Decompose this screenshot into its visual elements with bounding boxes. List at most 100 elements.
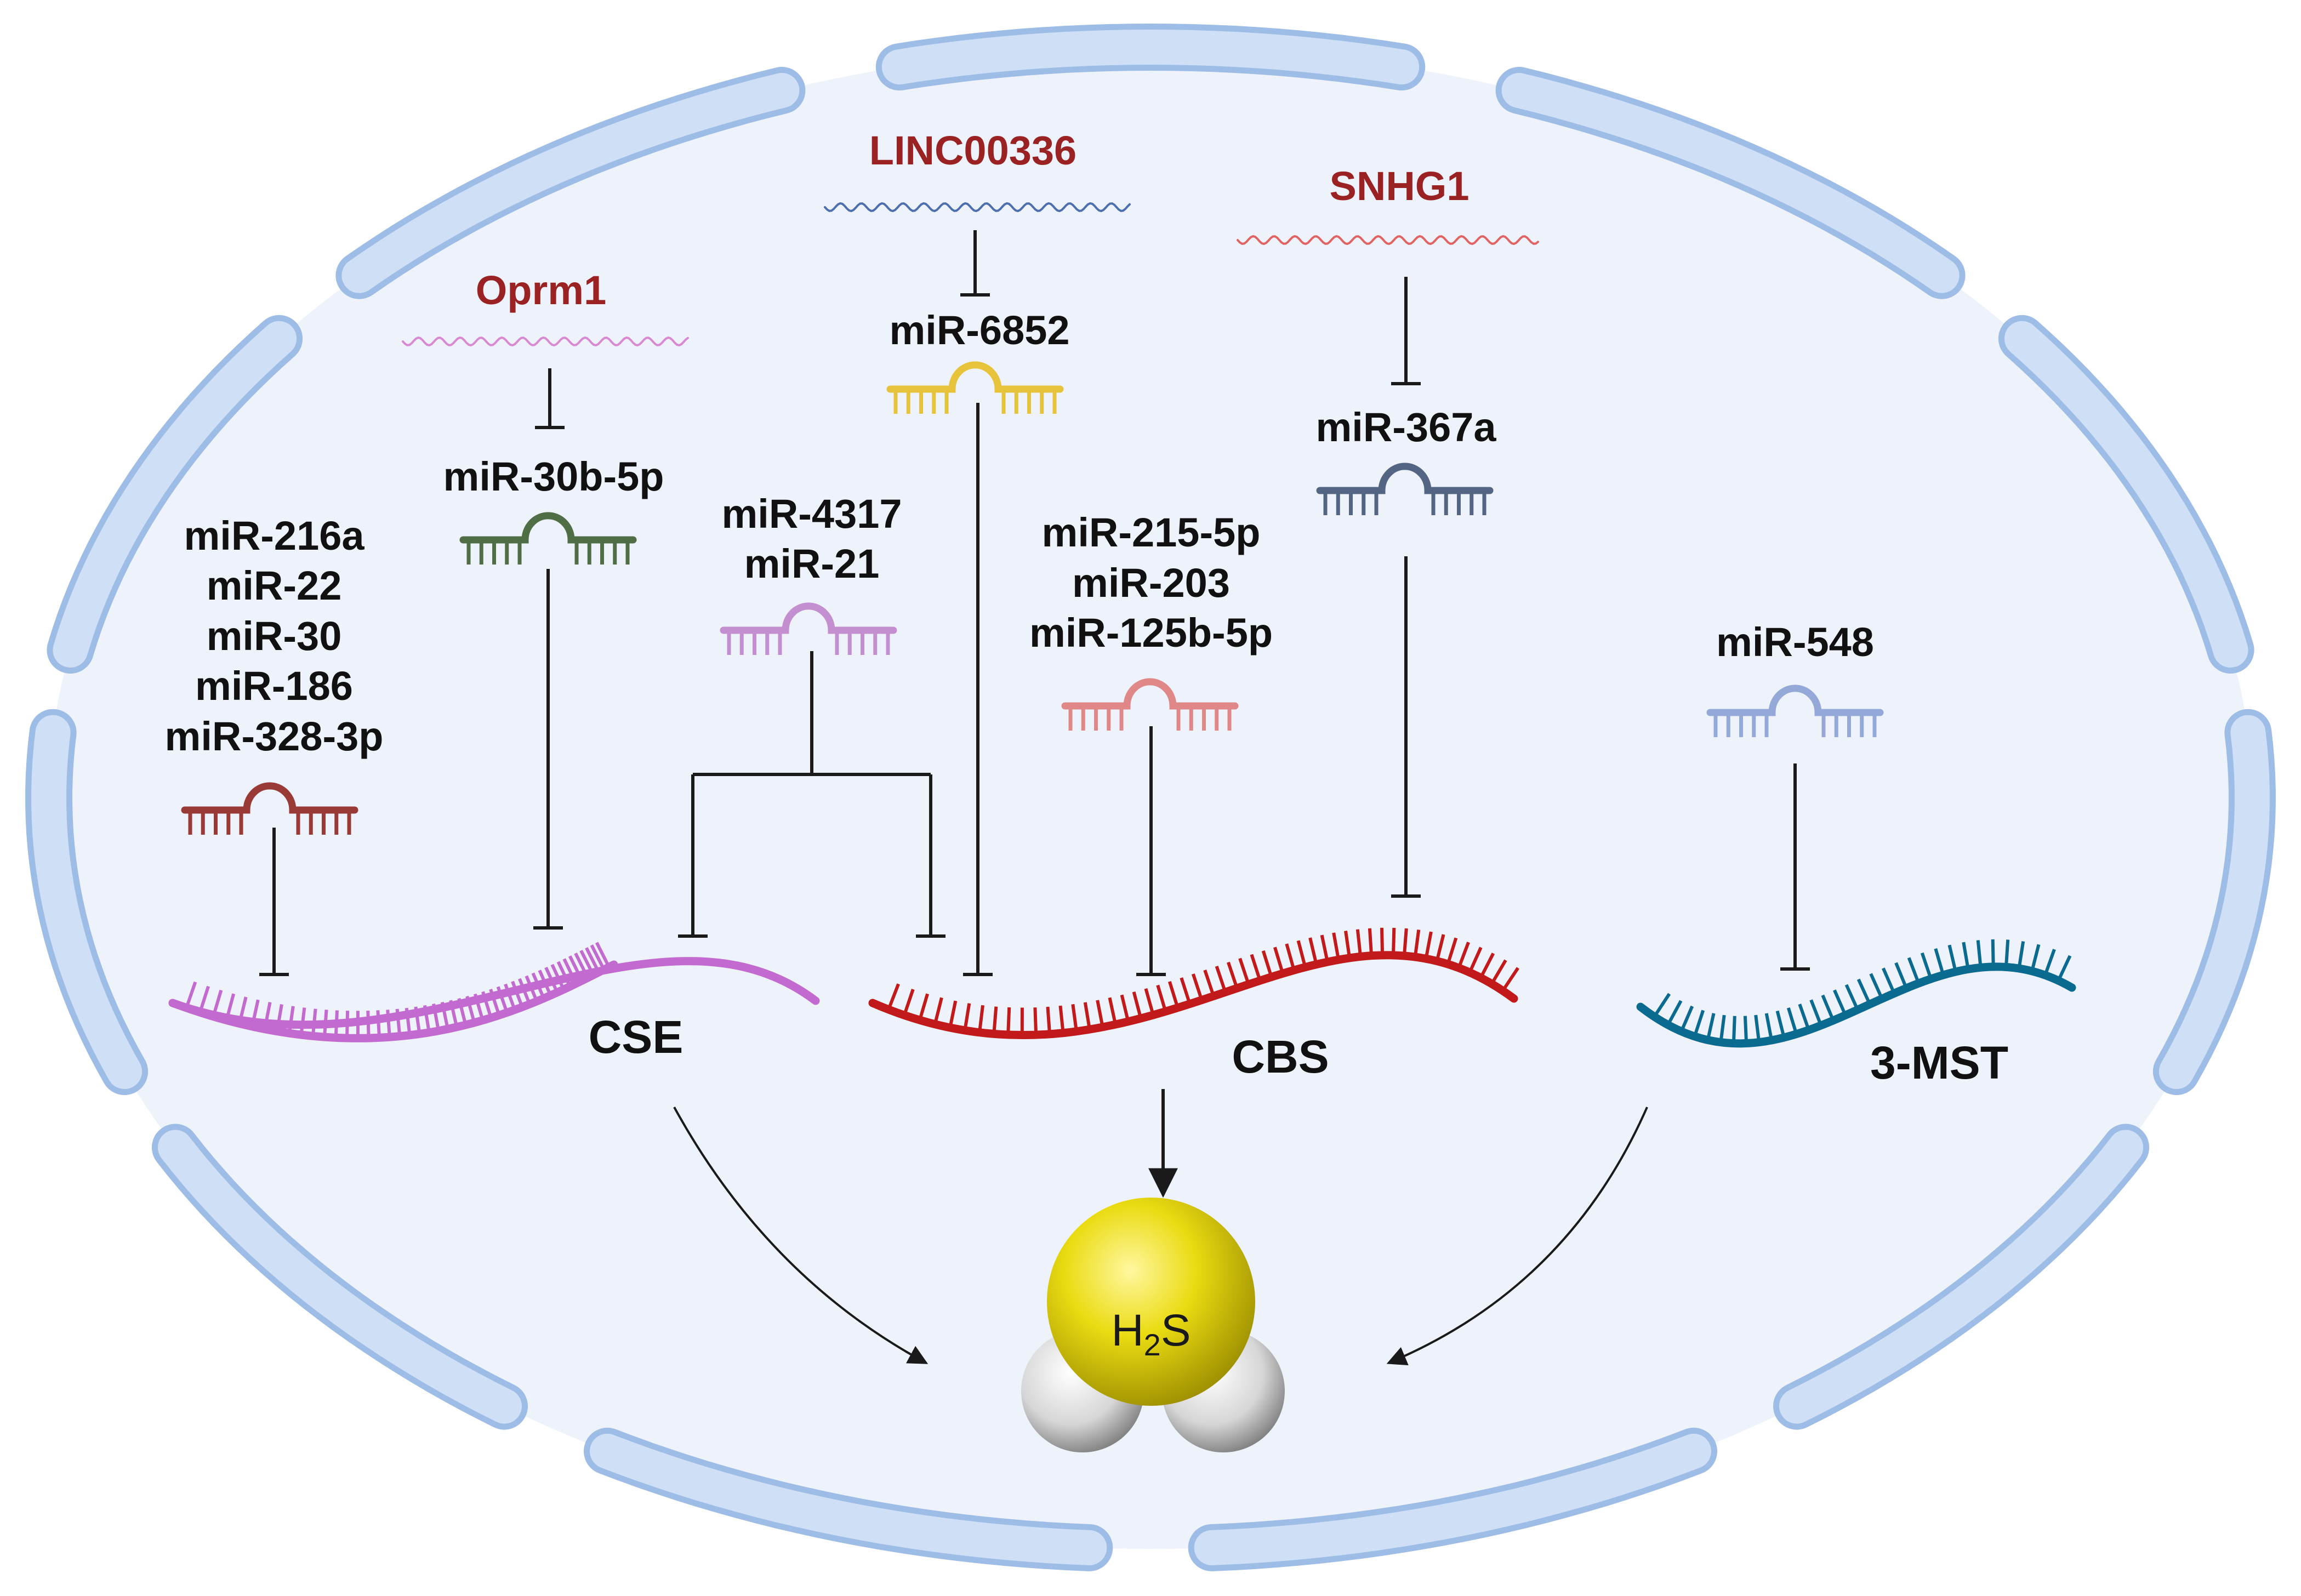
strand-backbone xyxy=(168,957,820,1029)
strand-tooth xyxy=(1706,1013,1716,1041)
oprm1-inhibits-mir30b xyxy=(535,368,565,429)
h2s-formula: H2S xyxy=(1111,1306,1191,1362)
svg-text:miR-30: miR-30 xyxy=(207,613,342,659)
strand-tooth xyxy=(2057,955,2072,982)
strand-tooth xyxy=(1798,1004,1810,1031)
strand-tooth xyxy=(1071,1004,1078,1032)
strand-tooth xyxy=(2017,941,2025,969)
membrane-segment-inner xyxy=(881,29,1420,85)
strand-tooth xyxy=(1764,1013,1774,1041)
strand-tooth xyxy=(1856,978,1872,1005)
strand-tooth xyxy=(1435,934,1445,962)
cse-group-inhibits-cse xyxy=(259,828,289,976)
mir548-label: miR-548 xyxy=(1716,619,1874,665)
strand-tooth xyxy=(1479,953,1495,979)
strand-tooth xyxy=(1894,962,1908,989)
cbs-mirna-group-label: miR-215-5p miR-203 miR-125b-5p xyxy=(1029,510,1273,656)
3mst-mrna-strand xyxy=(1636,939,2076,1048)
strand-backbone xyxy=(1636,962,2076,1048)
strand-tooth xyxy=(1821,994,1835,1022)
strand-tooth xyxy=(1083,1002,1091,1030)
svg-text:miR-4317: miR-4317 xyxy=(721,491,902,537)
strand-tooth xyxy=(1156,984,1167,1012)
strand-tooth xyxy=(1191,973,1204,1001)
strand-tooth xyxy=(1833,989,1847,1016)
strand-tooth xyxy=(1501,967,1519,992)
mir548-inhibits-3mst xyxy=(1780,763,1810,971)
strand-tooth xyxy=(1058,1005,1065,1034)
strand-tooth xyxy=(978,1005,984,1033)
strand-tooth xyxy=(1402,928,1408,956)
strand-tooth xyxy=(1144,988,1155,1016)
strand-tooth xyxy=(887,983,900,1010)
strand-tooth xyxy=(1424,931,1433,959)
strand-tooth xyxy=(1976,940,1983,968)
mir6852-label: miR-6852 xyxy=(889,307,1069,353)
strand-tooth xyxy=(1285,943,1296,971)
oprm1-label: Oprm1 xyxy=(476,267,607,313)
strand-tooth xyxy=(1215,965,1227,993)
svg-text:miR-328-3p: miR-328-3p xyxy=(165,714,384,759)
strand-tooth xyxy=(992,1006,998,1034)
strand-tooth xyxy=(1332,932,1340,960)
mir6852-hairpin-icon xyxy=(886,361,1064,414)
strand-tooth xyxy=(1006,1007,1011,1035)
strand-tooth xyxy=(1653,993,1671,1018)
svg-text:miR-215-5p: miR-215-5p xyxy=(1042,510,1261,555)
cell-membrane xyxy=(25,23,2276,1571)
strand-tooth xyxy=(590,944,606,971)
h2s-molecule-icon xyxy=(1021,1198,1285,1452)
mir4317-mir21-label: miR-4317 miR-21 xyxy=(721,491,902,586)
oprm1-lncrna-wave xyxy=(402,336,689,347)
mir30b-inhibits-cse xyxy=(533,569,563,930)
mir6852-inhibits-cbs xyxy=(963,403,993,976)
mir4317-inhibits-cse-and-cbs xyxy=(678,651,946,938)
strand-tooth xyxy=(2043,949,2056,976)
strand-tooth xyxy=(1490,959,1507,985)
strand-tooth xyxy=(1991,939,1995,967)
mir367a-inhibits-cbs xyxy=(1391,556,1421,898)
3mst-label: 3-MST xyxy=(1870,1037,2008,1088)
strand-tooth xyxy=(1907,957,1921,984)
strand-tooth xyxy=(1320,934,1329,962)
strand-tooth xyxy=(1947,944,1957,972)
strand-tooth xyxy=(1754,1014,1761,1042)
strand-tooth xyxy=(1261,950,1273,978)
strand-tooth xyxy=(1296,940,1307,968)
mir367a-label: miR-367a xyxy=(1315,404,1496,450)
svg-text:miR-203: miR-203 xyxy=(1072,560,1230,606)
strand-tooth xyxy=(1468,947,1483,973)
snhg1-inhibits-mir367a xyxy=(1391,277,1421,385)
strand-tooth xyxy=(1732,1016,1736,1044)
strand-tooth xyxy=(1167,981,1180,1008)
strand-tooth xyxy=(1882,967,1896,994)
strand-tooth xyxy=(1679,1005,1694,1033)
membrane-segment-inner xyxy=(590,1433,1107,1565)
strand-tooth xyxy=(1180,977,1192,1005)
strand-tooth xyxy=(1446,937,1458,965)
strand-tooth xyxy=(185,981,197,1008)
snhg1-lncrna-wave xyxy=(1237,235,1539,246)
strand-tooth xyxy=(933,997,943,1025)
cse-mrna-strand xyxy=(168,942,820,1042)
mir367a-hairpin-icon xyxy=(1316,463,1494,515)
strand-tooth xyxy=(918,993,929,1021)
cse-mirna-group-label: miR-216a miR-22 miR-30 miR-186 miR-328-3… xyxy=(165,513,384,759)
cse-label: CSE xyxy=(589,1011,684,1063)
strand-tooth xyxy=(1108,997,1118,1025)
mir4317-hairpin-icon xyxy=(720,602,897,655)
cse-to-h2s-arrow xyxy=(673,1107,929,1364)
strand-tooth xyxy=(1457,942,1470,969)
linc00336-lncrna-wave xyxy=(824,202,1131,213)
strand-tooth xyxy=(963,1003,971,1031)
cbs-mrna-strand xyxy=(868,927,1519,1039)
membrane-segment-inner xyxy=(31,715,143,1089)
svg-text:miR-125b-5p: miR-125b-5p xyxy=(1029,610,1273,656)
membrane-segment-inner xyxy=(2004,321,2248,668)
strand-tooth xyxy=(1920,952,1933,979)
svg-text:miR-216a: miR-216a xyxy=(184,513,364,558)
strand-tooth xyxy=(1120,994,1130,1022)
strand-backbone xyxy=(168,960,618,1042)
membrane-segment-inner xyxy=(2158,715,2270,1089)
strand-tooth xyxy=(1355,929,1363,957)
